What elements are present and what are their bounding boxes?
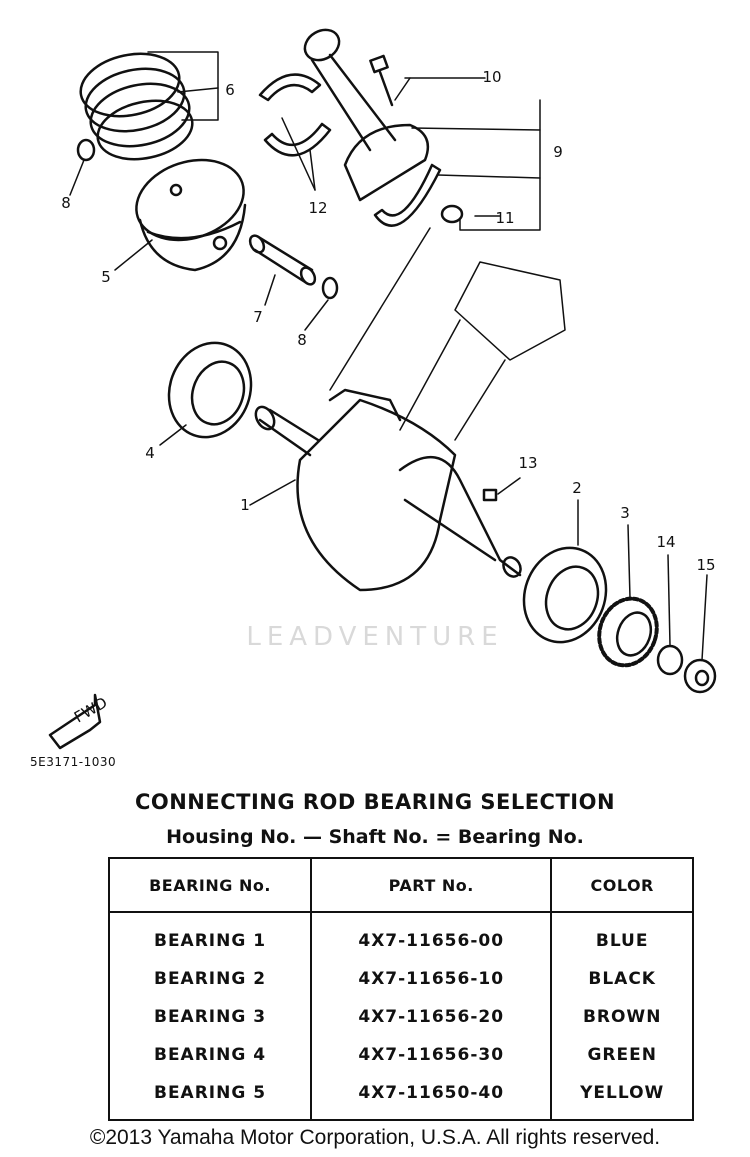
table-row: BEARING 1 4X7-11656-00 BLUE bbox=[109, 912, 693, 960]
callout-9: 9 bbox=[553, 143, 563, 161]
primary-gear bbox=[597, 596, 659, 668]
table-row: BEARING 4 4X7-11656-30 GREEN bbox=[109, 1036, 693, 1074]
part-cell: 4X7-11656-00 bbox=[310, 912, 552, 960]
part-cell: 4X7-11656-20 bbox=[310, 998, 552, 1036]
main-bearing-left bbox=[167, 341, 253, 439]
table-row: BEARING 2 4X7-11656-10 BLACK bbox=[109, 960, 693, 998]
callout-6: 6 bbox=[225, 81, 235, 99]
callout-1: 1 bbox=[240, 496, 250, 514]
callout-3: 3 bbox=[620, 504, 630, 522]
rod-bearing-upper bbox=[258, 73, 322, 102]
callout-2: 2 bbox=[572, 479, 582, 497]
color-cell: YELLOW bbox=[550, 1074, 693, 1120]
part-cell: 4X7-11656-30 bbox=[310, 1036, 552, 1074]
callout-7: 7 bbox=[253, 308, 263, 326]
callout-12: 12 bbox=[308, 199, 327, 217]
callout-15: 15 bbox=[696, 556, 715, 574]
piston bbox=[135, 158, 247, 272]
color-cell: GREEN bbox=[550, 1036, 693, 1074]
plug bbox=[482, 488, 498, 502]
callout-14: 14 bbox=[656, 533, 675, 551]
connecting-rod bbox=[303, 28, 430, 202]
bearing-cell: BEARING 3 bbox=[153, 1007, 267, 1027]
reference-code: 5E3171-1030 bbox=[30, 755, 117, 769]
crankshaft bbox=[254, 388, 522, 592]
callout-11: 11 bbox=[495, 209, 514, 227]
callout-5: 5 bbox=[101, 268, 111, 286]
rod-cap bbox=[373, 163, 442, 227]
callout-10: 10 bbox=[482, 68, 501, 86]
header-bearing-no: BEARING No. bbox=[109, 858, 312, 913]
piston-pin bbox=[248, 234, 317, 286]
table-row: BEARING 5 4X7-11650-40 YELLOW bbox=[109, 1074, 693, 1120]
callout-8: 8 bbox=[297, 331, 307, 349]
leader-lines bbox=[69, 51, 708, 661]
crank-nut bbox=[683, 658, 717, 694]
main-bearing-right bbox=[522, 546, 608, 644]
piston-pin-clip-bottom bbox=[321, 276, 339, 300]
bearing-cell: BEARING 1 bbox=[153, 931, 267, 951]
part-cell: 4X7-11650-40 bbox=[310, 1074, 552, 1120]
watermark: LEADVENTURE bbox=[246, 622, 503, 652]
callout-4: 4 bbox=[145, 444, 155, 462]
selection-title: CONNECTING ROD BEARING SELECTION bbox=[134, 790, 616, 814]
rod-bolt bbox=[369, 54, 394, 107]
fwd-arrow-icon bbox=[48, 693, 102, 750]
rod-bearing-lower bbox=[263, 122, 332, 157]
part-cell: 4X7-11656-10 bbox=[310, 960, 552, 998]
rod-outline bbox=[399, 261, 566, 441]
rod-nut bbox=[440, 204, 464, 224]
color-cell: BLUE bbox=[550, 912, 693, 960]
header-part-no: PART No. bbox=[310, 858, 552, 913]
table-row: BEARING 3 4X7-11656-20 BROWN bbox=[109, 998, 693, 1036]
callout-8: 8 bbox=[61, 194, 71, 212]
header-color: COLOR bbox=[550, 858, 693, 913]
copyright-notice: ©2013 Yamaha Motor Corporation, U.S.A. A… bbox=[89, 1126, 661, 1149]
bearing-cell: BEARING 2 bbox=[153, 969, 267, 989]
color-cell: BLACK bbox=[550, 960, 693, 998]
bearing-selection-table: BEARING No. PART No. COLOR BEARING 1 4X7… bbox=[108, 857, 694, 1121]
selection-formula: Housing No. — Shaft No. = Bearing No. bbox=[166, 826, 584, 848]
bearing-cell: BEARING 5 bbox=[153, 1083, 267, 1103]
color-cell: BROWN bbox=[550, 998, 693, 1036]
washer bbox=[656, 644, 684, 676]
piston-pin-clip-top bbox=[76, 138, 96, 162]
table-header-row: BEARING No. PART No. COLOR bbox=[109, 858, 693, 913]
bearing-cell: BEARING 4 bbox=[153, 1045, 267, 1065]
callout-13: 13 bbox=[518, 454, 537, 472]
